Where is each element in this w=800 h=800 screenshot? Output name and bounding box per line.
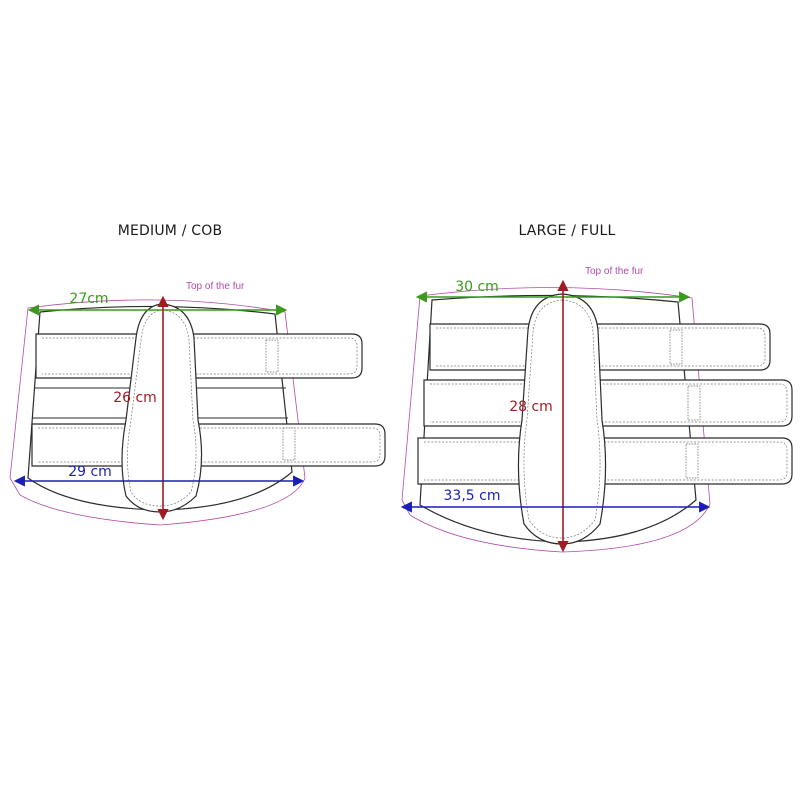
velcro-tab [265,339,279,373]
height-label: 28 cm [509,399,553,415]
size-title: MEDIUM / COB [118,223,223,239]
boot-diagram-large-full: LARGE / FULL Top of the fur 30 [400,223,793,553]
fur-line [401,287,711,553]
strap-upper [429,323,771,371]
height-label: 26 cm [113,390,157,406]
velcro-tab [282,427,296,461]
size-title: LARGE / FULL [518,223,615,239]
strap-middle [423,379,793,427]
top-width-label: 27cm [69,291,108,307]
fur-label: Top of the fur [186,281,245,292]
strap-lower [31,423,386,467]
fur-label: Top of the fur [585,266,644,277]
top-width-label: 30 cm [455,279,499,295]
velcro-tab [669,329,683,365]
bottom-width-label: 29 cm [68,464,112,480]
strap-upper [35,333,363,379]
bottom-width-label: 33,5 cm [444,488,501,504]
velcro-tab [687,385,701,421]
boot-diagram-medium-cob: MEDIUM / COB Top of the fur 27cm 26 cm [9,223,386,526]
velcro-tab [685,443,699,479]
fur-line [9,299,306,526]
